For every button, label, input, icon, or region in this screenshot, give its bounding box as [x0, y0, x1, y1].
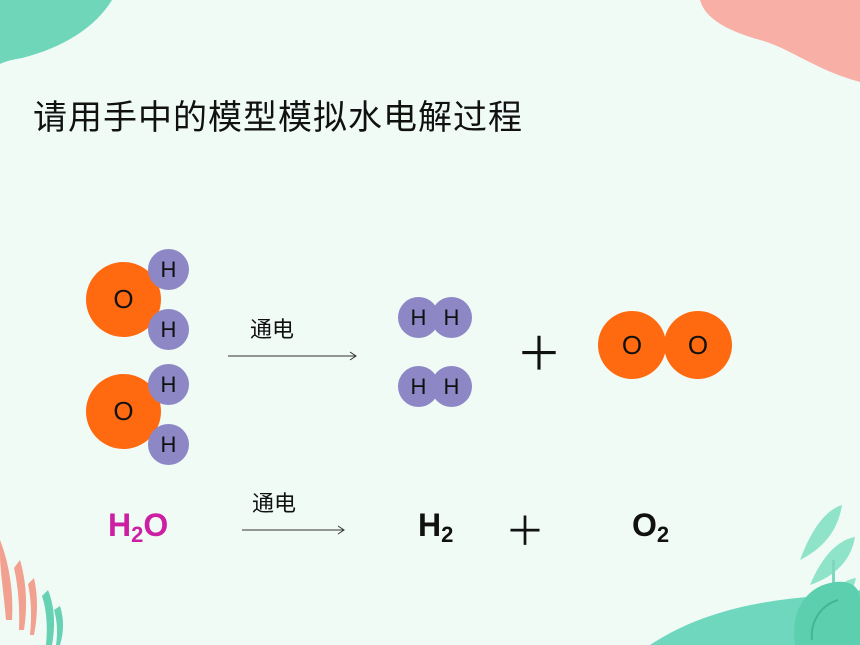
- equation-reaction-arrow: [242, 525, 345, 535]
- h2-molecule1-atom-right: H: [431, 297, 472, 338]
- o2-molecule-atom-right: O: [664, 311, 732, 379]
- top-left-teal-blob: [0, 0, 112, 64]
- water2-hydrogen-atom-top: H: [148, 364, 189, 405]
- atom-label: O: [113, 396, 134, 426]
- o2-molecule-atom-left: O: [598, 311, 666, 379]
- equation-plus-sign: ＋: [505, 510, 545, 554]
- atom-label: H: [410, 304, 427, 330]
- equation-condition-label: 通电: [252, 492, 297, 517]
- atom-label: H: [443, 304, 460, 330]
- water-formula: H2O: [108, 507, 169, 547]
- water1-hydrogen-atom-top: H: [148, 249, 189, 290]
- atom-label: H: [160, 256, 177, 282]
- atom-label: H: [160, 431, 177, 457]
- monstera-leaf-decoration: [794, 581, 860, 645]
- atom-label: H: [160, 371, 177, 397]
- atom-label: H: [160, 316, 177, 342]
- atom-label: O: [113, 284, 134, 314]
- h2-molecule1-atom-left: H: [398, 297, 439, 338]
- model-reaction-arrow: [228, 351, 357, 361]
- atom-label: O: [621, 329, 643, 360]
- oxygen-formula: O2: [632, 507, 670, 547]
- top-right-pink-blob: [700, 0, 860, 82]
- bottom-left-coral-grass: [0, 540, 37, 635]
- model-condition-label: 通电: [250, 318, 295, 343]
- water1-hydrogen-atom-bottom: H: [148, 309, 189, 350]
- model-plus-sign: ＋: [516, 328, 562, 380]
- hydrogen-formula: H2: [418, 507, 454, 547]
- atom-label: H: [443, 373, 460, 399]
- h2-molecule2-atom-right: H: [431, 366, 472, 407]
- atom-label: H: [410, 373, 427, 399]
- slide-title: 请用手中的模型模拟水电解过程: [33, 98, 523, 138]
- bottom-left-teal-grass: [42, 590, 63, 645]
- water2-hydrogen-atom-bottom: H: [148, 424, 189, 465]
- atom-label: O: [687, 329, 709, 360]
